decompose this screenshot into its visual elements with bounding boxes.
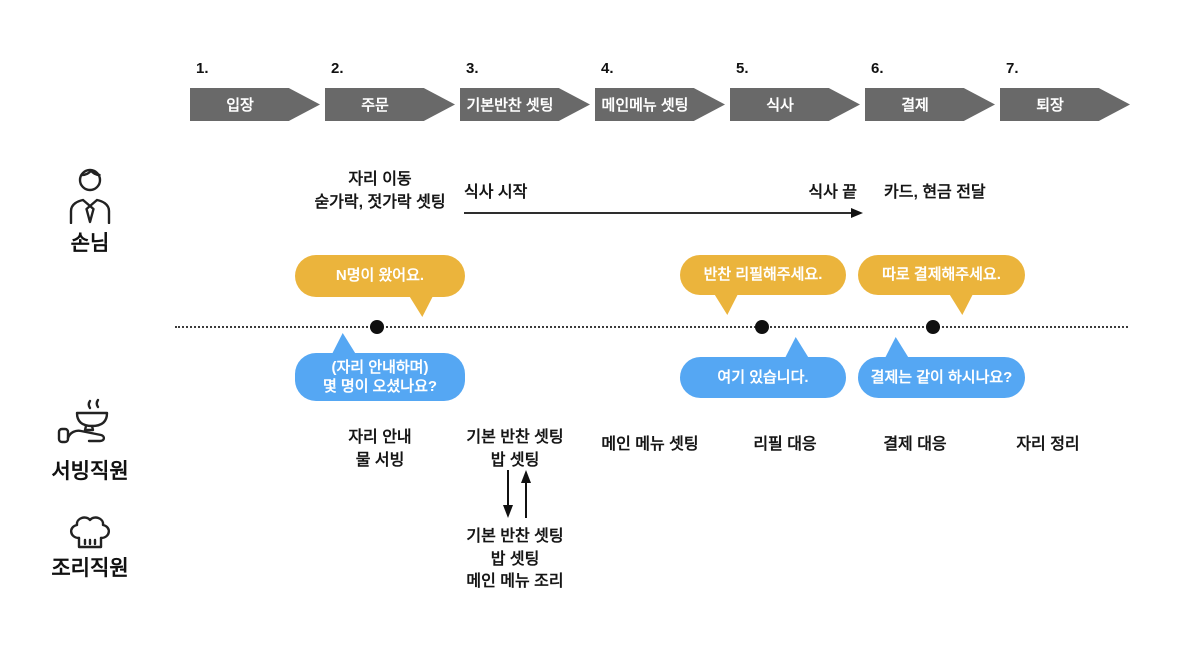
meal-duration-arrow [464,208,863,218]
step-arrow-entry: 입장 [190,88,320,121]
handoff-arrows [503,470,531,518]
step-arrow-payment: 결제 [865,88,995,121]
step-number-1: 1. [196,60,209,77]
actor-label-cook: 조리직원 [51,557,129,580]
step-arrow-main-setting: 메인메뉴 셋팅 [595,88,725,121]
server-task-refill: 리필 대응 [753,436,817,453]
customer-bubble-separate-pay-text: 따로 결제해주세요. [882,266,1001,284]
server-task-main-setting: 메인 메뉴 셋팅 [601,436,699,453]
step-number-6: 6. [871,60,884,77]
bubble-tail [948,292,974,315]
seat-move-note: 자리 이동 숟가락, 젓가락 셋팅 [314,171,446,212]
actor-label-server: 서빙직원 [51,460,129,483]
cook-task-prepare: 기본 반찬 셋팅 밥 셋팅 메인 메뉴 조리 [466,528,564,591]
server-task-payment: 결제 대응 [883,436,947,453]
chef-hat-icon [67,512,113,556]
customer-bubble-refill: 반찬 리필해주세요. [680,255,846,295]
customer-bubble-separate-pay: 따로 결제해주세요. [858,255,1025,295]
staff-bubble-pay-together-text: 결제는 같이 하시나요? [870,368,1013,386]
interaction-timeline [175,326,1128,328]
server-task-seat-water: 자리 안내 물 서빙 [348,429,412,469]
staff-bubble-pay-together: 결제는 같이 하시나요? [858,357,1025,398]
actor-label-customer: 손님 [70,232,110,255]
step-arrow-meal: 식사 [730,88,860,121]
touchpoint-dot-3 [926,320,940,334]
customer-bubble-arrival: N명이 왔어요. [295,255,465,297]
staff-bubble-guide: (자리 안내하며) 몇 명이 오셨나요? [295,353,465,401]
step-arrow-banchan-setting: 기본반찬 셋팅 [460,88,590,121]
card-cash-note: 카드, 현금 전달 [884,184,986,201]
touchpoint-dot-2 [755,320,769,334]
staff-bubble-here-text: 여기 있습니다. [717,368,809,386]
staff-bubble-here: 여기 있습니다. [680,357,846,398]
step-number-7: 7. [1006,60,1019,77]
step-number-2: 2. [331,60,344,77]
customer-bubble-refill-text: 반찬 리필해주세요. [703,266,823,284]
customer-bubble-arrival-text: N명이 왔어요. [335,267,425,285]
step-arrow-order: 주문 [325,88,455,121]
customer-icon [64,166,116,224]
bubble-tail [408,294,434,317]
step-number-4: 4. [601,60,614,77]
step-number-5: 5. [736,60,749,77]
step-arrow-exit: 퇴장 [1000,88,1130,121]
meal-end-label: 식사 끝 [808,184,857,201]
meal-start-label: 식사 시작 [464,184,528,201]
staff-bubble-guide-text: (자리 안내하며) 몇 명이 오셨나요? [322,358,438,396]
step-number-3: 3. [466,60,479,77]
bubble-tail [713,292,739,315]
touchpoint-dot-1 [370,320,384,334]
server-task-clear-table: 자리 정리 [1016,436,1080,453]
server-task-banchan-rice: 기본 반찬 셋팅 밥 셋팅 [466,429,564,469]
serving-hand-icon [56,398,122,452]
